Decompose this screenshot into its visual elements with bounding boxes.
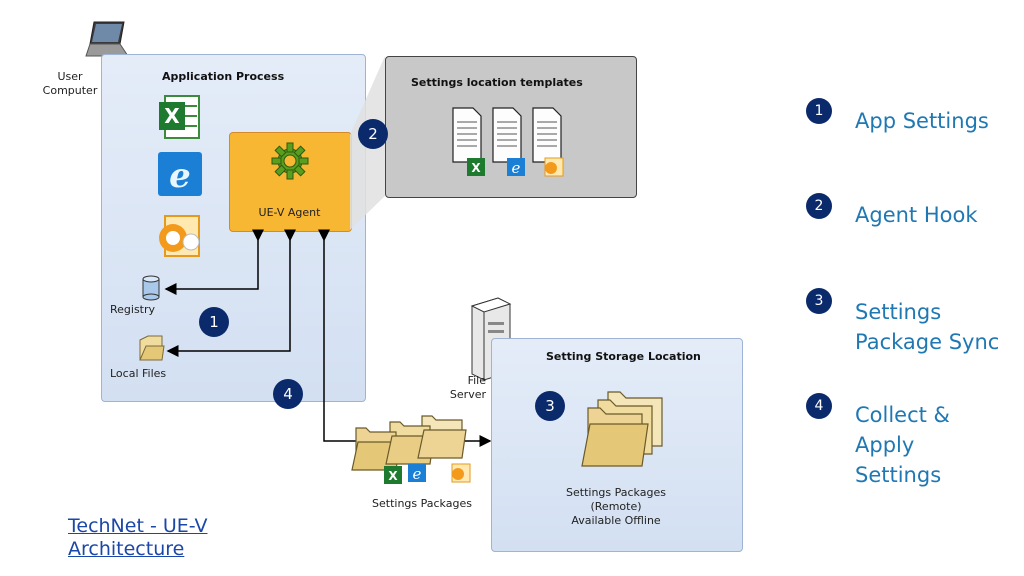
excel-icon: X: [157, 94, 203, 140]
legend-4-line-2: Apply: [855, 433, 915, 457]
legend-number-1: 1: [806, 98, 832, 124]
file-server-label: File Server: [442, 374, 486, 402]
registry-label: Registry: [110, 303, 156, 316]
laptop-icon: [84, 20, 130, 60]
settings-package-arrow: [318, 229, 492, 447]
link-line-2[interactable]: Architecture: [68, 538, 185, 560]
setting-storage-location-title: Setting Storage Location: [546, 350, 701, 363]
remote-packages-line-1: Settings Packages: [566, 486, 666, 499]
application-process-title: Application Process: [162, 70, 285, 83]
legend-text-4: Collect & Apply Settings: [855, 400, 950, 490]
local-files-label: Local Files: [110, 367, 167, 380]
marker-2: 2: [358, 119, 388, 149]
template-documents-icon: X e: [445, 106, 565, 182]
svg-text:X: X: [164, 104, 180, 128]
svg-text:X: X: [471, 161, 481, 175]
marker-3: 3: [535, 391, 565, 421]
legend-4-line-3: Settings: [855, 463, 942, 487]
marker-1: 1: [199, 307, 229, 337]
user-label: User: [57, 70, 83, 83]
remote-packages-line-3: Available Offline: [571, 514, 661, 527]
legend-1-line-1: App Settings: [855, 109, 989, 133]
legend-text-1: App Settings: [855, 106, 989, 136]
marker-4: 4: [273, 379, 303, 409]
folder-icon: [138, 334, 165, 362]
link-line-1[interactable]: TechNet - UE-V: [68, 515, 208, 537]
svg-text:e: e: [169, 156, 191, 196]
gear-icon: [271, 142, 309, 180]
svg-text:e: e: [413, 465, 422, 483]
settings-packages-icon: X e: [350, 414, 476, 490]
svg-text:X: X: [388, 469, 398, 483]
legend-3-line-2: Package Sync: [855, 330, 1000, 354]
legend-3-line-1: Settings: [855, 300, 942, 324]
legend-text-3: Settings Package Sync: [855, 297, 999, 357]
legend-2-line-1: Agent Hook: [855, 203, 978, 227]
internet-explorer-icon: e: [157, 151, 203, 197]
registry-arrow: [164, 229, 264, 295]
templates-title: Settings location templates: [411, 76, 583, 89]
legend-4-line-1: Collect &: [855, 403, 950, 427]
remote-packages-icon: [580, 390, 664, 468]
legend-number-4: 4: [806, 393, 832, 419]
remote-packages-line-2: (Remote): [590, 500, 642, 513]
legend-number-3: 3: [806, 288, 832, 314]
user-computer-label: User Computer: [42, 70, 98, 98]
ue-v-agent-label: UE-V Agent: [258, 206, 321, 219]
legend-text-2: Agent Hook: [855, 200, 977, 230]
computer-label: Computer: [42, 84, 98, 97]
file-label: File: [467, 374, 486, 387]
svg-text:e: e: [512, 159, 521, 177]
remote-packages-label: Settings Packages (Remote) Available Off…: [541, 486, 691, 528]
technet-ue-v-architecture-link[interactable]: TechNet - UE-V Architecture: [68, 515, 208, 561]
legend-number-2: 2: [806, 193, 832, 219]
server-label: Server: [449, 388, 486, 401]
local-files-arrow: [166, 229, 296, 357]
registry-icon: [142, 275, 160, 301]
settings-packages-label: Settings Packages: [372, 497, 472, 510]
